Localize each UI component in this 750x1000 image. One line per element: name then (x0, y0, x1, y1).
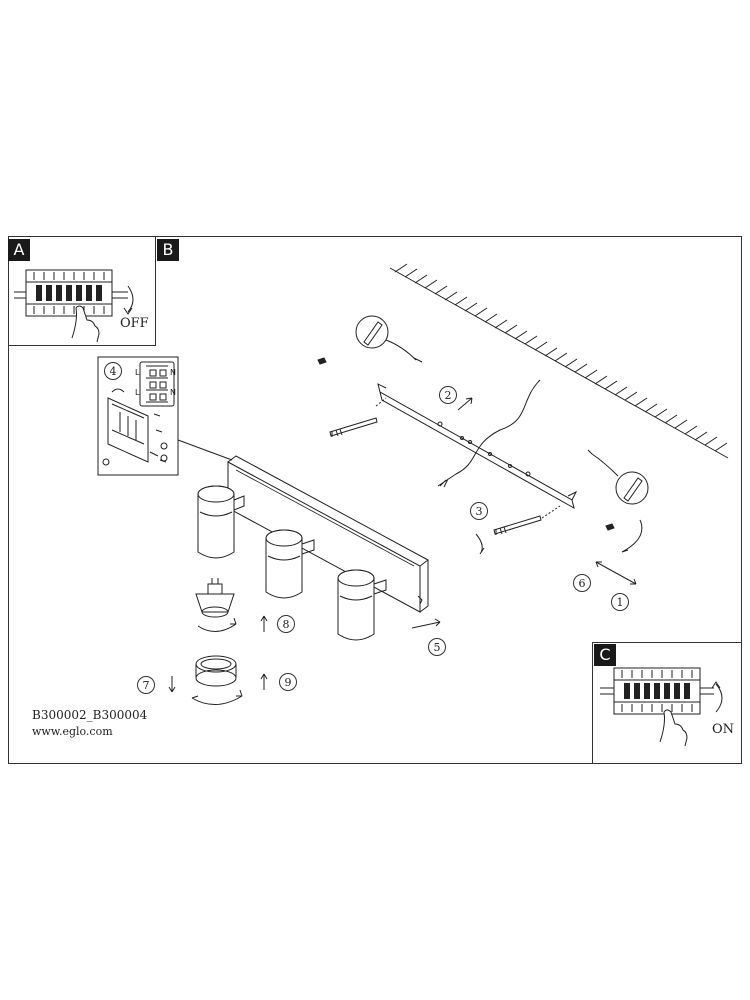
terminal-label-l: L (135, 368, 140, 377)
terminal-label-l: L (135, 388, 140, 397)
step-8: 8 (277, 615, 295, 633)
drill-bit-callout (355, 315, 423, 363)
off-label: OFF (120, 316, 149, 331)
arrow-icon (260, 673, 268, 690)
panel-c-tag: C (594, 644, 616, 666)
retaining-ring (191, 655, 243, 705)
step-1: 1 (611, 593, 629, 611)
rotate-arrow-icon (621, 519, 643, 553)
rotate-arrow-icon (475, 533, 485, 555)
panel-c-frame (592, 642, 742, 764)
terminal-label-n: N (170, 388, 176, 397)
step-4: 4 (104, 362, 122, 380)
inset-leader-line (177, 439, 233, 461)
spot-head (265, 529, 315, 599)
supply-cable (443, 379, 541, 483)
spot-head (337, 569, 387, 641)
arrow-icon (411, 618, 441, 629)
outer-frame (8, 236, 742, 764)
on-label: ON (712, 722, 735, 737)
small-screw-icon (317, 357, 327, 365)
mounting-bracket (377, 383, 578, 510)
arrow-icon (260, 615, 268, 632)
arrow-icon (595, 561, 637, 585)
wall-screw-left (329, 397, 387, 437)
panel-a-tag: A (8, 239, 30, 261)
arrow-icon (168, 676, 176, 693)
drill-bit-callout (587, 449, 649, 505)
terminal-label-n: N (170, 368, 176, 377)
panel-b-tag: B (157, 239, 179, 261)
model-number: B300002_B300004 (32, 708, 148, 722)
step-3: 3 (470, 502, 488, 520)
breaker-off-illustration (14, 269, 134, 343)
junction-box-inset (97, 356, 179, 476)
panel-a-frame (8, 236, 156, 346)
step-2: 2 (439, 386, 457, 404)
arrow-icon (457, 397, 473, 411)
step-5: 5 (428, 638, 446, 656)
ceiling-surface (389, 263, 729, 459)
fixture-base-bar (227, 455, 429, 613)
gu10-bulb (195, 578, 237, 632)
wall-screw-right (493, 505, 561, 535)
step-7: 7 (137, 676, 155, 694)
breaker-on-illustration (600, 667, 723, 747)
step-9: 9 (279, 673, 297, 691)
spot-head (197, 485, 245, 559)
small-screw-icon (605, 523, 615, 531)
step-6: 6 (573, 574, 591, 592)
website-url: www.eglo.com (32, 725, 113, 738)
